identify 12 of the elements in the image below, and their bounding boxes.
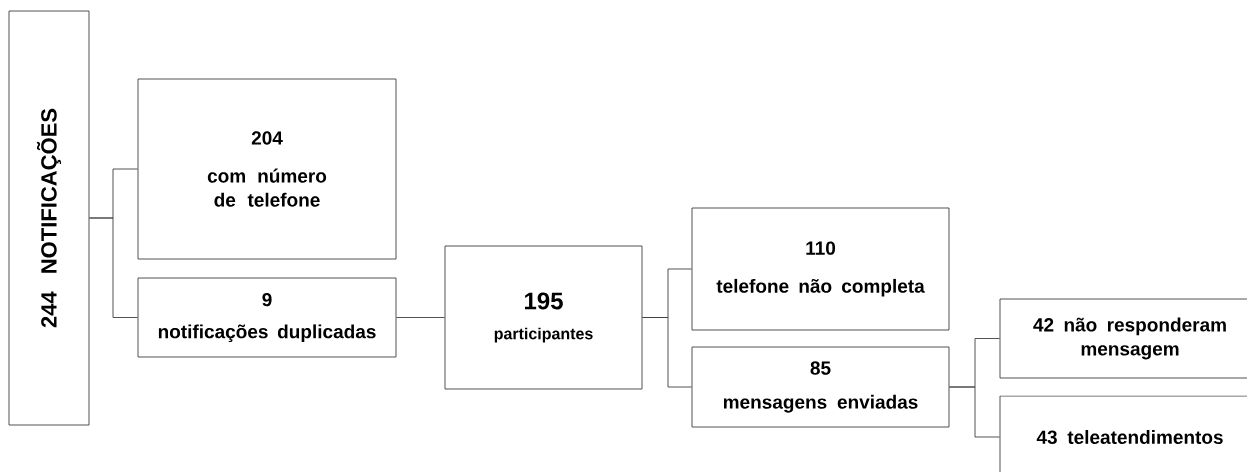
process-box: 244 NOTIFICAÇÕES [8, 10, 90, 426]
process-box: 42 não responderam mensagem [999, 298, 1247, 379]
process-box: 85 mensagens enviadas [691, 346, 950, 428]
connector-line [89, 217, 138, 318]
process-box: 110 telefone não completa [691, 207, 950, 331]
process-box: 195 participantes [444, 245, 643, 390]
connector-line [949, 386, 1000, 438]
process-box: 204 com número de telefone [137, 78, 397, 260]
process-box: 43 teleatendimentos [999, 395, 1247, 472]
process-box: 9 notificações duplicadas [137, 277, 397, 358]
connector-line [642, 317, 692, 388]
connector-line [396, 317, 445, 318]
